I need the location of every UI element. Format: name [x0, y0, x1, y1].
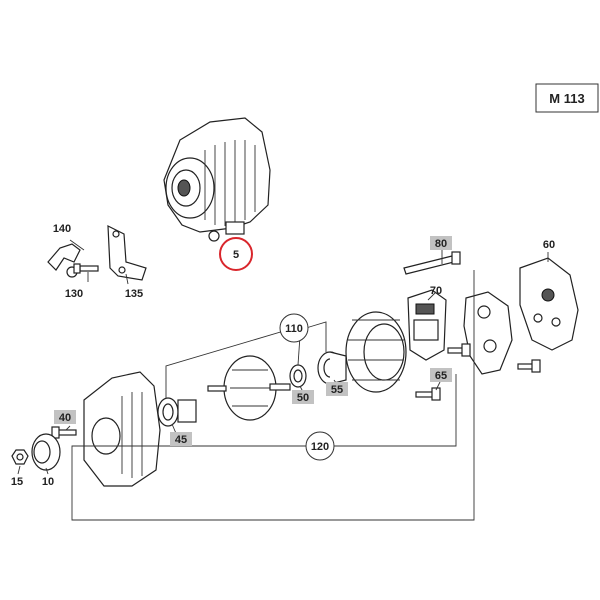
- callout-50-highlight: [292, 390, 314, 404]
- callout-80[interactable]: 80: [435, 238, 447, 250]
- callout-45[interactable]: 45: [175, 434, 187, 446]
- callout-5[interactable]: 5: [233, 249, 239, 261]
- nut-drawing[interactable]: [11, 449, 29, 465]
- rear-cover-drawing[interactable]: [519, 257, 579, 351]
- callout-45-highlight: [170, 432, 192, 446]
- leader-lines: [17, 239, 549, 521]
- seal-45-drawing[interactable]: [157, 397, 197, 427]
- callout-40[interactable]: 40: [59, 412, 71, 424]
- callout-80-highlight: [430, 236, 452, 250]
- callout-55-highlight: [326, 382, 348, 396]
- bolt-40-drawing[interactable]: [51, 426, 77, 439]
- callout-110[interactable]: 110: [285, 323, 303, 335]
- callout-140[interactable]: 140: [53, 223, 71, 235]
- bracket-drawing[interactable]: [107, 225, 147, 281]
- callout-120-ring: [305, 431, 335, 461]
- model-badge-label: M 113: [549, 91, 584, 106]
- callout-40-highlight: [54, 410, 76, 424]
- bearing-50-drawing[interactable]: [289, 364, 307, 388]
- model-badge: M 113: [535, 83, 599, 113]
- bearing-55-drawing[interactable]: [317, 351, 347, 385]
- cover-screw-drawing[interactable]: [517, 359, 541, 373]
- callout-110-ring: [279, 313, 309, 343]
- callout-70[interactable]: 70: [430, 285, 442, 297]
- callout-65-highlight: [430, 368, 452, 382]
- callout-15[interactable]: 15: [11, 476, 23, 488]
- callout-60[interactable]: 60: [543, 239, 555, 251]
- bolt-130-drawing[interactable]: [73, 263, 99, 274]
- callout-135[interactable]: 135: [125, 288, 143, 300]
- screw-65-drawing[interactable]: [415, 387, 441, 401]
- alternator-assembly-drawing[interactable]: [163, 117, 271, 242]
- callout-50[interactable]: 50: [297, 392, 309, 404]
- rotor-drawing[interactable]: [207, 355, 291, 421]
- rectifier-drawing[interactable]: [463, 291, 513, 375]
- callout-5-ring[interactable]: [219, 237, 253, 271]
- callout-10[interactable]: 10: [42, 476, 54, 488]
- rectifier-screw-drawing[interactable]: [447, 343, 471, 357]
- callout-120[interactable]: 120: [311, 441, 329, 453]
- front-housing-drawing[interactable]: [83, 371, 161, 487]
- pulley-drawing[interactable]: [31, 433, 61, 471]
- stator-drawing[interactable]: [345, 311, 407, 393]
- callouts: 5 140 130 135 80 60 70 110 65 50 55 40 4…: [11, 223, 555, 488]
- through-bolt-drawing[interactable]: [403, 251, 461, 275]
- callout-65[interactable]: 65: [435, 370, 447, 382]
- regulator-drawing[interactable]: [407, 289, 447, 361]
- callout-130[interactable]: 130: [65, 288, 83, 300]
- callout-55[interactable]: 55: [331, 384, 343, 396]
